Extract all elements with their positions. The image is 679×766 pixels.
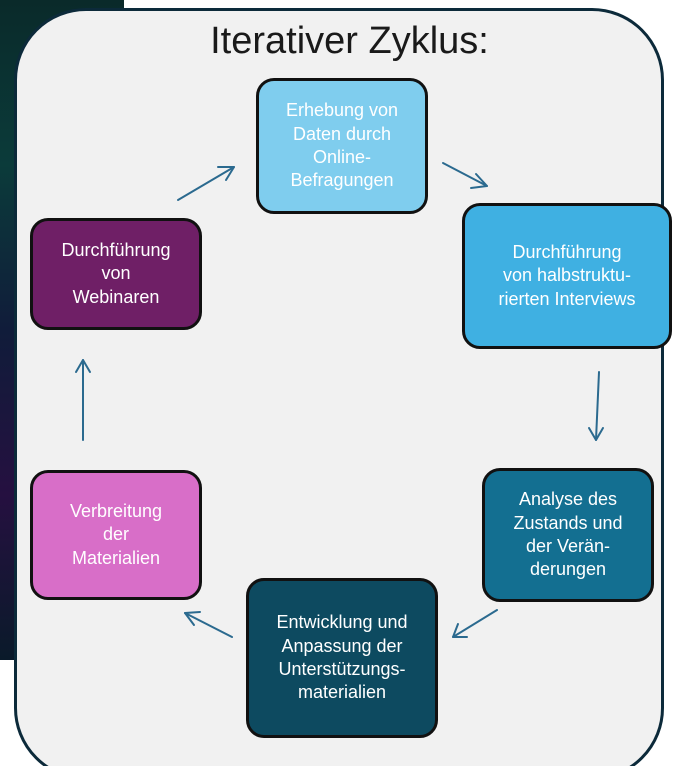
step-distribution: Verbreitung der Materialien (30, 470, 202, 600)
step-webinars: Durchführung von Webinaren (30, 218, 202, 330)
diagram-title: Iterativer Zyklus: (210, 20, 489, 62)
step-interviews: Durchführung von halbstruktu- rierten In… (462, 203, 672, 349)
step-analysis: Analyse des Zustands und der Verän- deru… (482, 468, 654, 602)
step-material-development: Entwicklung und Anpassung der Unterstütz… (246, 578, 438, 738)
step-data-collection: Erhebung von Daten durch Online- Befragu… (256, 78, 428, 214)
